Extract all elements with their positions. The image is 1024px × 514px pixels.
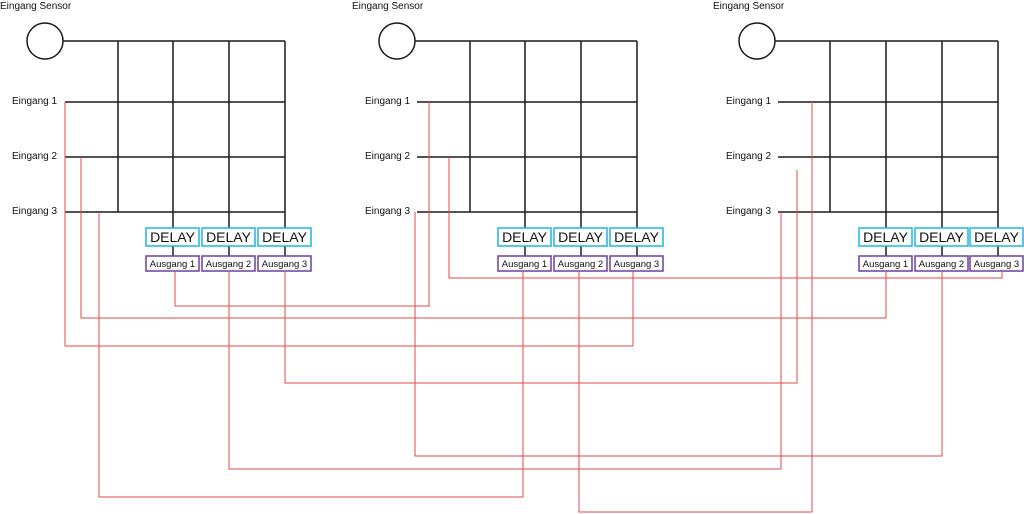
output-label-3: Ausgang 3 <box>974 259 1019 270</box>
input-label-3: Eingang 3 <box>365 206 410 217</box>
output-box-3 <box>609 255 664 272</box>
delay-label-1: DELAY <box>150 229 196 245</box>
output-box-3 <box>969 255 1024 272</box>
input-label-2: Eingang 2 <box>12 151 57 162</box>
input-label-3: Eingang 3 <box>12 206 57 217</box>
output-label-1: Ausgang 1 <box>150 259 195 270</box>
output-box-2 <box>553 255 608 272</box>
wire-3 <box>64 102 634 347</box>
delay-label-1: DELAY <box>863 229 909 245</box>
module-3: Eingang Sensor Eingang 1 Eingang 2 Einga… <box>713 1 1024 272</box>
matrix-grid <box>415 40 638 256</box>
delay-label-1: DELAY <box>502 229 548 245</box>
input-label-2: Eingang 2 <box>726 151 771 162</box>
wire-9 <box>578 102 813 513</box>
sensor-circle <box>26 22 64 60</box>
input-label-2: Eingang 2 <box>365 151 410 162</box>
output-label-1: Ausgang 1 <box>502 259 547 270</box>
sensor-circle <box>738 22 776 60</box>
sensor-circle <box>378 22 416 60</box>
delay-label-3: DELAY <box>974 229 1020 245</box>
input-label-3: Eingang 3 <box>726 206 771 217</box>
wire-5 <box>284 170 798 384</box>
sensor-label: Eingang Sensor <box>0 1 72 12</box>
delay-label-2: DELAY <box>206 229 252 245</box>
sensor-label: Eingang Sensor <box>352 1 424 12</box>
output-label-2: Ausgang 2 <box>206 259 251 270</box>
delay-box-1 <box>858 227 913 247</box>
wire-4 <box>448 157 1003 279</box>
delay-box-2 <box>201 227 256 247</box>
delay-label-3: DELAY <box>614 229 660 245</box>
wire-7 <box>228 212 782 470</box>
module-1: Eingang Sensor Eingang 1 Eingang 2 Einga… <box>0 1 312 272</box>
output-label-3: Ausgang 3 <box>262 259 307 270</box>
output-label-2: Ausgang 2 <box>558 259 603 270</box>
output-label-3: Ausgang 3 <box>614 259 659 270</box>
output-box-1 <box>497 255 552 272</box>
delay-box-2 <box>914 227 969 247</box>
sensor-label: Eingang Sensor <box>713 1 785 12</box>
wire-8 <box>98 212 524 498</box>
matrix-grid <box>775 40 999 256</box>
output-box-1 <box>145 255 200 272</box>
matrix-grid <box>63 40 286 256</box>
wiring <box>64 102 1003 513</box>
delay-box-3 <box>257 227 312 247</box>
delay-box-3 <box>969 227 1024 247</box>
wire-2 <box>80 157 887 319</box>
delay-label-3: DELAY <box>262 229 308 245</box>
delay-label-2: DELAY <box>919 229 965 245</box>
output-label-2: Ausgang 2 <box>919 259 964 270</box>
module-2: Eingang Sensor Eingang 1 Eingang 2 Einga… <box>352 1 664 272</box>
wire-6 <box>414 212 943 457</box>
delay-box-1 <box>145 227 200 247</box>
input-label-1: Eingang 1 <box>365 96 410 107</box>
delay-box-3 <box>609 227 664 247</box>
output-label-1: Ausgang 1 <box>863 259 908 270</box>
input-label-1: Eingang 1 <box>12 96 57 107</box>
delay-box-1 <box>497 227 552 247</box>
delay-box-2 <box>553 227 608 247</box>
wire-1 <box>174 102 430 307</box>
input-label-1: Eingang 1 <box>726 96 771 107</box>
delay-label-2: DELAY <box>558 229 604 245</box>
